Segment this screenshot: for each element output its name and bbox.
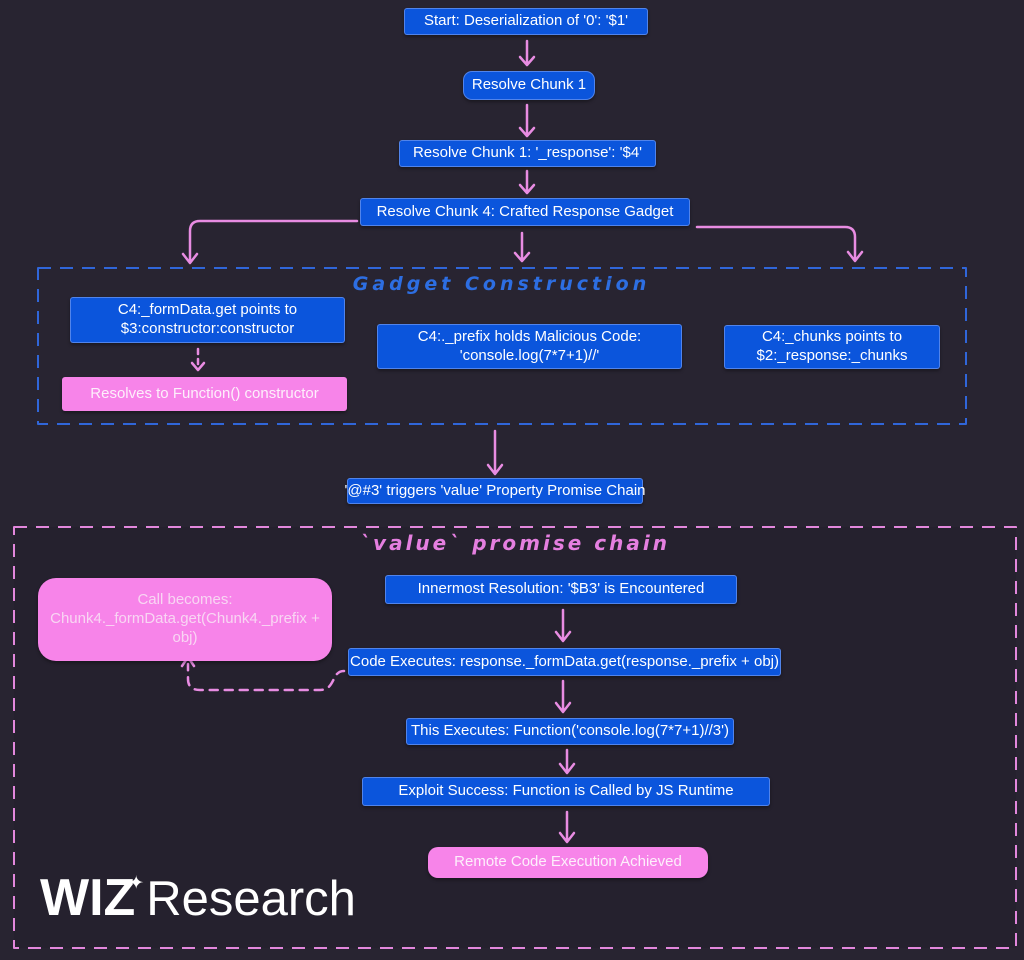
code-executes-box: Code Executes: response._formData.get(re… — [348, 648, 781, 676]
value-trigger-box: '@#3' triggers 'value' Property Promise … — [345, 478, 646, 504]
arrow-gadget-to-trigger — [486, 429, 504, 476]
arrow-this-to-exploit — [558, 748, 576, 775]
wiz-research-logo: WIZ ✦ Research — [40, 868, 356, 932]
resolve-chunk4-box: Resolve Chunk 4: Crafted Response Gadget — [360, 198, 690, 226]
arrow-response-to-chunk4 — [518, 169, 536, 195]
arrow-exploit-to-rce — [558, 810, 576, 844]
call-becomes-box: Call becomes: Chunk4._formData.get(Chunk… — [38, 578, 332, 661]
promise-chain-title: `value` promise chain — [360, 531, 670, 555]
wiz-logo-text: WIZ — [40, 869, 136, 927]
resolve-chunk1-box: Resolve Chunk 1 — [463, 71, 595, 100]
this-executes-box: This Executes: Function('console.log(7*7… — [406, 718, 734, 745]
resolve-chunk1-response-box: Resolve Chunk 1: '_response': '$4' — [399, 140, 656, 167]
arrow-branch-left — [181, 219, 359, 265]
c4-formdata-box: C4:_formData.get points to $3:constructo… — [70, 297, 345, 343]
resolves-function-box: Resolves to Function() constructor — [62, 377, 347, 411]
start-box: Start: Deserialization of '0': '$1' — [404, 8, 648, 35]
c4-prefix-box: C4:._prefix holds Malicious Code: 'conso… — [377, 324, 682, 369]
arrow-formdata-to-resolves-head — [190, 361, 206, 372]
rce-achieved-box: Remote Code Execution Achieved — [428, 847, 708, 878]
research-logo-text: Research — [146, 872, 356, 926]
arrow-branch-right — [695, 225, 864, 263]
gadget-construction-title: Gadget Construction — [352, 273, 651, 295]
sparkle-icon: ✦ — [128, 873, 145, 894]
arrow-code-to-callbecomes — [186, 662, 346, 692]
arrow-branch-center — [513, 231, 531, 263]
arrow-innermost-to-code — [554, 608, 572, 643]
c4-chunks-box: C4:_chunks points to $2:_response:_chunk… — [724, 325, 940, 369]
innermost-resolution-box: Innermost Resolution: '$B3' is Encounter… — [385, 575, 737, 604]
arrow-start-to-chunk1 — [518, 39, 536, 67]
exploit-success-box: Exploit Success: Function is Called by J… — [362, 777, 770, 806]
arrow-code-to-this — [554, 679, 572, 714]
arrow-chunk1-to-response — [518, 103, 536, 138]
